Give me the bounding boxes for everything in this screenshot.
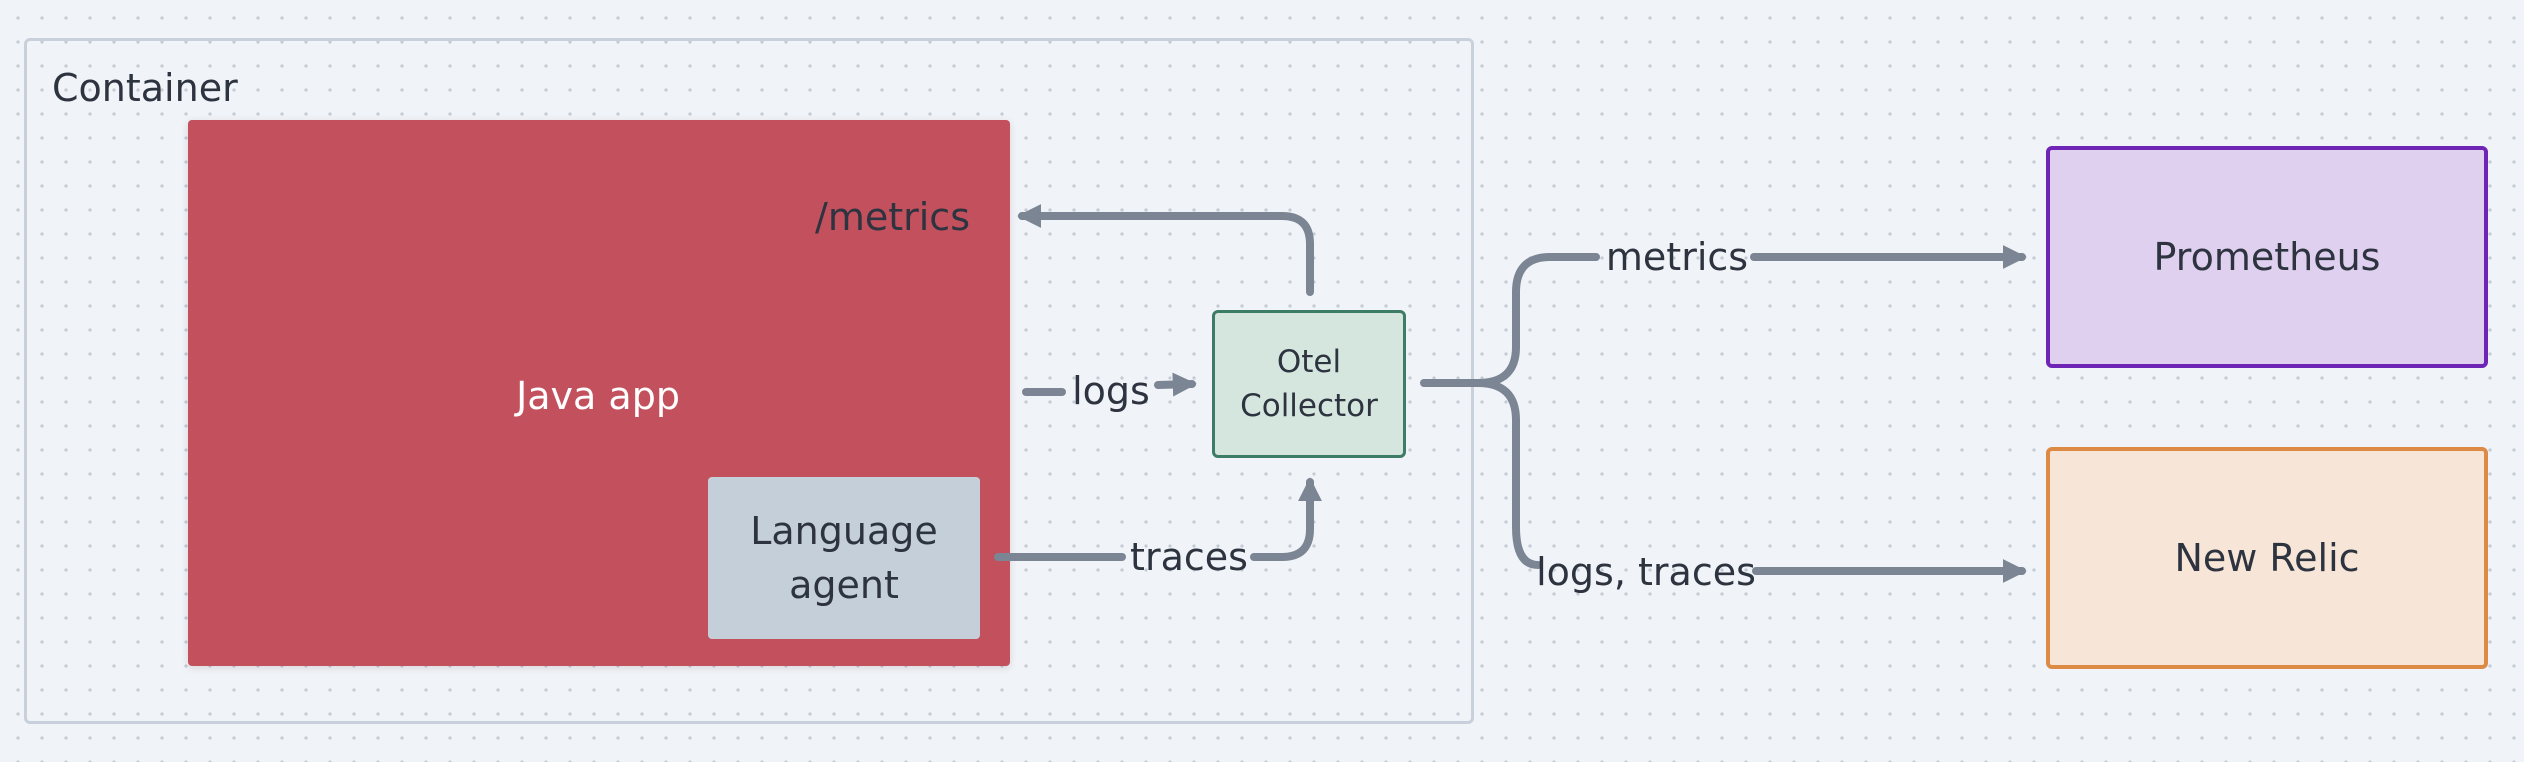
metrics-endpoint-label: /metrics (815, 195, 970, 239)
prometheus-label: Prometheus (2153, 235, 2381, 279)
otel-collector-label-line2: Collector (1240, 388, 1378, 424)
otel-collector-node[interactable]: Otel Collector (1212, 310, 1406, 458)
edge-label-traces: traces (1130, 535, 1248, 579)
new-relic-node[interactable]: New Relic (2046, 447, 2488, 669)
edge-label-logs-traces: logs, traces (1536, 550, 1756, 594)
logs-connector-end (1154, 372, 1197, 397)
language-agent-label-line2: agent (789, 563, 899, 607)
java-app-label: Java app (516, 374, 680, 418)
otel-collector-label-line1: Otel (1276, 344, 1342, 380)
traces-connector-end (1250, 477, 1322, 561)
new-relic-label: New Relic (2174, 536, 2360, 580)
brace-connector (1474, 253, 1600, 569)
language-agent-node[interactable]: Language agent (708, 477, 980, 639)
prometheus-node[interactable]: Prometheus (2046, 146, 2488, 368)
edge-label-metrics: metrics (1605, 235, 1749, 279)
metrics-scrape-connector (1017, 204, 1314, 296)
language-agent-label-line1: Language (750, 509, 938, 553)
container-label: Container (52, 66, 238, 110)
edge-label-logs: logs (1072, 369, 1150, 413)
